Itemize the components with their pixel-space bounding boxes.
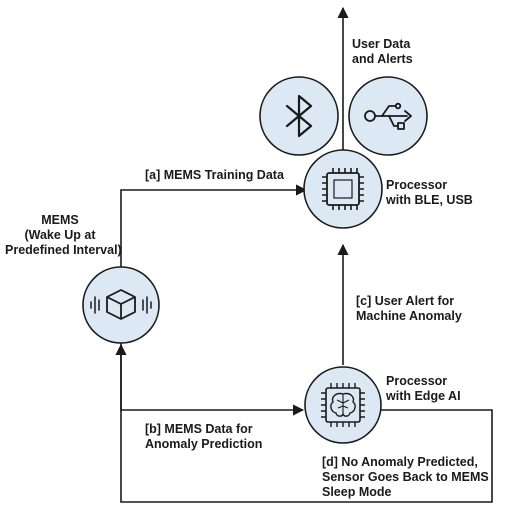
arrow-d-back-to-sleep <box>115 343 493 503</box>
cube-vibration-icon <box>90 289 152 320</box>
usb-icon <box>364 102 412 130</box>
bluetooth-node <box>259 76 339 156</box>
arrow-a-training-data <box>120 184 308 268</box>
ai-brain-chip-icon <box>321 383 365 427</box>
ble-usb-processor-node <box>303 149 383 229</box>
flow-c-label: [c] User Alert for Machine Anomaly <box>356 294 462 323</box>
bluetooth-icon <box>285 94 313 138</box>
flow-d-label: [d] No Anomaly Predicted, Sensor Goes Ba… <box>322 455 489 499</box>
mems-label: MEMS (Wake Up at Predefined Interval) <box>5 213 122 257</box>
arrow-b-anomaly-data <box>120 343 305 416</box>
ble-processor-label: Processor with BLE, USB <box>386 178 473 207</box>
edge-processor-label: Processor with Edge AI <box>386 374 461 403</box>
mems-node <box>82 266 160 344</box>
user-data-label: User Data and Alerts <box>352 37 413 66</box>
flow-b-label: [b] MEMS Data for Anomaly Prediction <box>145 422 263 451</box>
usb-node <box>348 76 428 156</box>
flow-a-label: [a] MEMS Training Data <box>145 168 284 182</box>
chip-icon <box>322 168 364 210</box>
edge-ai-processor-node <box>304 366 382 444</box>
